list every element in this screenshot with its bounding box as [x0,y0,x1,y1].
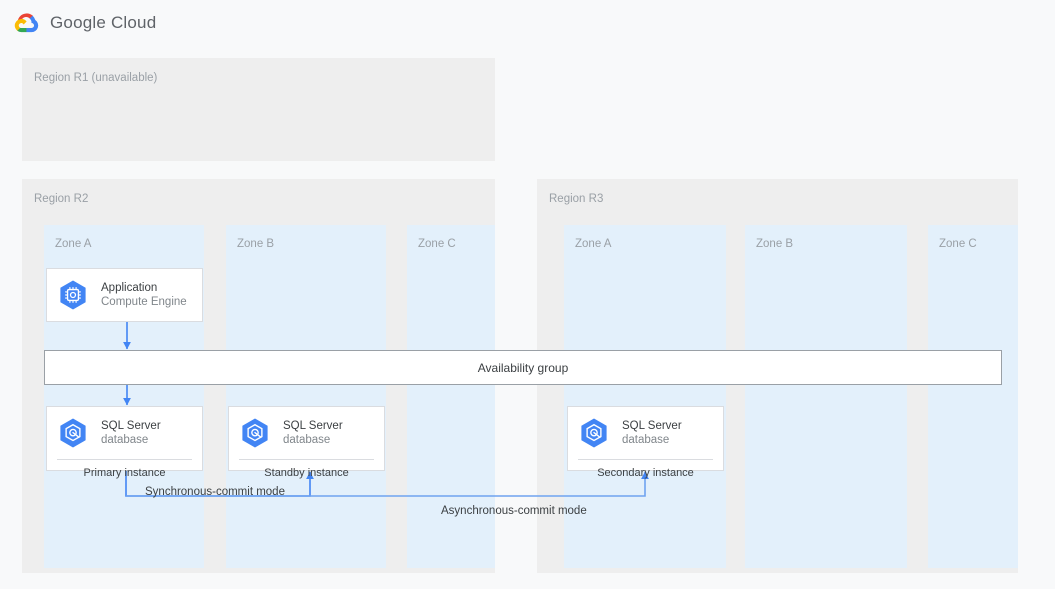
page-header: Google Cloud [0,0,1055,46]
zone-r2-b: Zone B [226,225,386,568]
node-primary-title: SQL Server [101,419,161,432]
zone-r3-c-label: Zone C [939,238,977,250]
edge-label-async-commit: Asynchronous-commit mode [441,505,587,517]
node-standby-title: SQL Server [283,419,343,432]
zone-r3-c: Zone C [928,225,1018,568]
node-secondary-title: SQL Server [622,419,682,432]
node-application-text: Application Compute Engine [101,281,187,310]
node-standby-subtitle: database [283,434,331,446]
node-primary-subtitle: database [101,434,149,446]
zone-r2-b-label: Zone B [237,238,275,250]
node-primary-row: SQL Server database [47,407,202,459]
zone-r2-c-label: Zone C [418,238,456,250]
node-standby-row: SQL Server database [229,407,384,459]
sql-server-database-icon [581,418,607,448]
region-r2-label: Region R2 [34,193,89,205]
node-application[interactable]: Application Compute Engine [46,268,203,322]
zone-r2-c: Zone C [407,225,495,568]
node-standby-instance[interactable]: SQL Server database Standby instance [228,406,385,479]
google-cloud-logo-icon [14,13,39,33]
node-standby-divider [239,459,374,460]
node-standby-footer: Standby instance [264,467,349,479]
node-primary-divider [57,459,192,460]
edge-label-sync-commit: Synchronous-commit mode [145,486,285,498]
node-primary-text: SQL Server database [101,419,161,448]
node-secondary-row: SQL Server database [568,407,723,459]
availability-group-box: Availability group [44,350,1002,385]
zone-r3-b: Zone B [745,225,907,568]
node-secondary-footer: Secondary instance [597,467,694,479]
page-title: Google Cloud [50,13,157,32]
sql-server-database-icon [60,418,86,448]
region-r1-label: Region R1 (unavailable) [34,72,158,84]
zone-r3-b-label: Zone B [756,238,794,250]
zone-r3-a-label: Zone A [575,238,612,250]
node-application-title: Application [101,281,158,294]
region-r1: Region R1 (unavailable) [22,58,495,161]
availability-group-label: Availability group [477,360,569,375]
node-primary-instance[interactable]: SQL Server database Primary instance [46,406,203,479]
zone-r2-a-label: Zone A [55,238,92,250]
region-r3-label: Region R3 [549,193,604,205]
node-application-row: Application Compute Engine [47,269,202,321]
compute-engine-icon [60,280,86,310]
node-primary-footer: Primary instance [83,467,166,479]
node-standby-text: SQL Server database [283,419,343,448]
sql-server-database-icon [242,418,268,448]
node-application-subtitle: Compute Engine [101,296,187,308]
node-secondary-text: SQL Server database [622,419,682,448]
node-secondary-divider [578,459,713,460]
node-secondary-instance[interactable]: SQL Server database Secondary instance [567,406,724,479]
node-secondary-subtitle: database [622,434,670,446]
zone-r3-a: Zone A [564,225,726,568]
